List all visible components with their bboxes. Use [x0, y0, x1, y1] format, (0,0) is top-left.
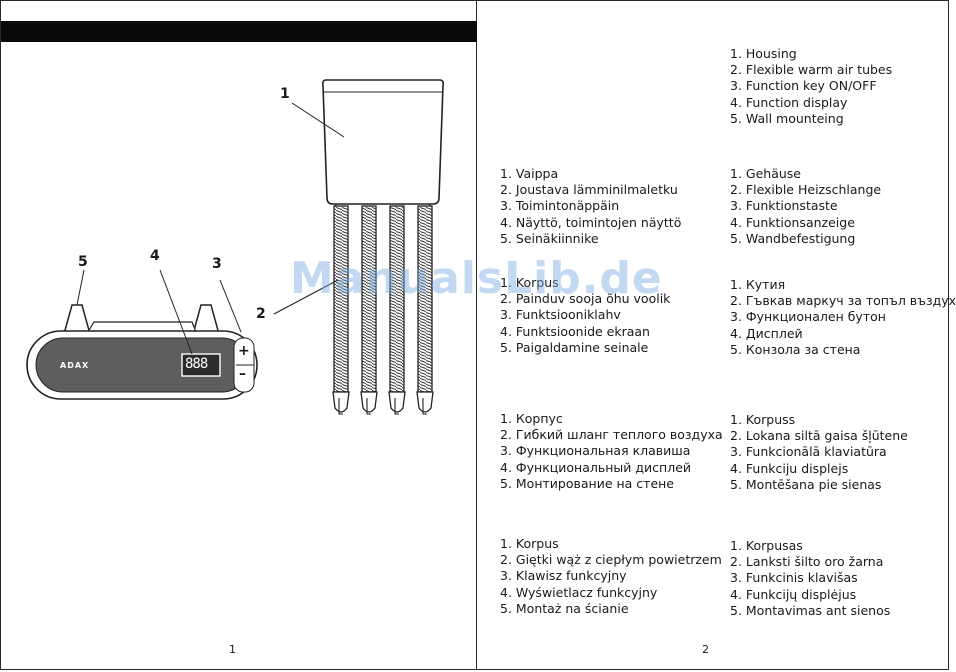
list-item: 1. Korpuss	[730, 412, 796, 427]
callout-1: 1	[280, 86, 290, 102]
list-item: 2. Giętki wąż z ciepłym powietrzem	[500, 552, 722, 568]
page-number-left: 1	[229, 643, 236, 656]
list-item: 4. Wyświetlacz funkcyjny	[500, 584, 658, 600]
housing	[322, 79, 444, 212]
list-item: 1. Gehäuse	[730, 166, 801, 181]
list-item: 5. Конзола за стена	[730, 341, 861, 357]
list-item: 3. Funktsiooniklahv	[500, 307, 621, 323]
list-item: 3. Toimintonäppäin	[500, 198, 620, 214]
list-item: 4. Function display	[730, 94, 848, 110]
list-item: 2. Joustava lämminilmaletku	[500, 182, 678, 198]
list-item: 1. Кутия	[730, 277, 786, 292]
list-item: 1. Housing	[730, 46, 797, 61]
left-page	[0, 0, 477, 670]
list-item: 2. Flexible Heizschlange	[730, 182, 882, 198]
list-german: 1. Gehäuse 2. Flexible Heizschlange 3. F…	[730, 166, 881, 247]
list-finnish: 1. Vaippa 2. Joustava lämminilmaletku 3.…	[500, 166, 681, 247]
list-item: 1. Korpusas	[730, 538, 803, 553]
list-item: 3. Function key ON/OFF	[730, 78, 877, 94]
callout-3: 3	[212, 256, 222, 272]
list-item: 5. Montēšana pie sienas	[730, 476, 882, 492]
list-english: 1. Housing 2. Flexible warm air tubes 3.…	[730, 46, 892, 127]
control-unit	[26, 304, 258, 400]
list-russian: 1. Корпус 2. Гибкий шланг теплого воздух…	[500, 411, 723, 492]
list-item: 4. Funkciju displejs	[730, 460, 849, 476]
list-item: 3. Klawisz funkcyjny	[500, 568, 627, 584]
list-item: 5. Wall mounteing	[730, 110, 844, 126]
list-item: 3. Funkcinis klavišas	[730, 570, 858, 586]
list-item: 2. Lokana siltā gaisa šļūtene	[730, 428, 908, 444]
list-item: 5. Montaż na ścianie	[500, 600, 629, 616]
list-item: 5. Seinäkiinnike	[500, 230, 599, 246]
list-item: 4. Funkcijų displėjus	[730, 586, 857, 602]
list-item: 4. Näyttö, toimintojen näyttö	[500, 214, 682, 230]
brand-logo: ADAX	[60, 361, 90, 370]
list-item: 3. Функционален бутон	[730, 309, 886, 325]
callout-5: 5	[78, 254, 88, 270]
plus-key: +	[238, 343, 250, 359]
page-number-right: 2	[702, 643, 709, 656]
list-estonian: 1. Korpus 2. Painduv sooja õhu voolik 3.…	[500, 275, 670, 356]
list-item: 5. Paigaldamine seinale	[500, 339, 649, 355]
list-item: 4. Funktionsanzeige	[730, 214, 855, 230]
callout-2: 2	[256, 306, 266, 322]
list-bulgarian: 1. Кутия 2. Гъвкав маркуч за топъл възду…	[730, 277, 956, 358]
list-item: 1. Korpus	[500, 536, 559, 551]
list-item: 1. Korpus	[500, 275, 559, 290]
product-diagram	[26, 79, 444, 415]
minus-key: –	[239, 366, 246, 382]
header-bar	[1, 21, 477, 42]
list-latvian: 1. Korpuss 2. Lokana siltā gaisa šļūtene…	[730, 412, 908, 493]
list-item: 2. Гъвкав маркуч за топъл въздух	[730, 293, 956, 309]
right-page	[477, 0, 949, 670]
callout-4: 4	[150, 248, 160, 264]
list-item: 2. Lanksti šilto oro žarna	[730, 554, 884, 570]
warm-air-tubes	[332, 205, 434, 415]
list-item: 2. Painduv sooja õhu voolik	[500, 291, 671, 307]
list-item: 2. Flexible warm air tubes	[730, 62, 893, 78]
list-item: 4. Функциональный дисплей	[500, 459, 692, 475]
list-item: 3. Функциональная клавиша	[500, 443, 691, 459]
list-item: 4. Funktsioonide ekraan	[500, 323, 650, 339]
list-item: 5. Монтирование на стене	[500, 475, 674, 491]
function-display: 888	[185, 356, 208, 372]
list-item: 1. Корпус	[500, 411, 563, 426]
list-item: 5. Montavimas ant sienos	[730, 602, 891, 618]
list-item: 2. Гибкий шланг теплого воздуха	[500, 427, 723, 443]
list-lithuanian: 1. Korpusas 2. Lanksti šilto oro žarna 3…	[730, 538, 890, 619]
list-polish: 1. Korpus 2. Giętki wąż z ciepłym powiet…	[500, 536, 722, 617]
watermark: ManualsLib.de	[290, 253, 663, 304]
list-item: 4. Дисплей	[730, 325, 803, 341]
list-item: 1. Vaippa	[500, 166, 559, 181]
list-item: 3. Funkcionālā klaviatūra	[730, 444, 887, 460]
list-item: 3. Funktionstaste	[730, 198, 838, 214]
list-item: 5. Wandbefestigung	[730, 230, 856, 246]
